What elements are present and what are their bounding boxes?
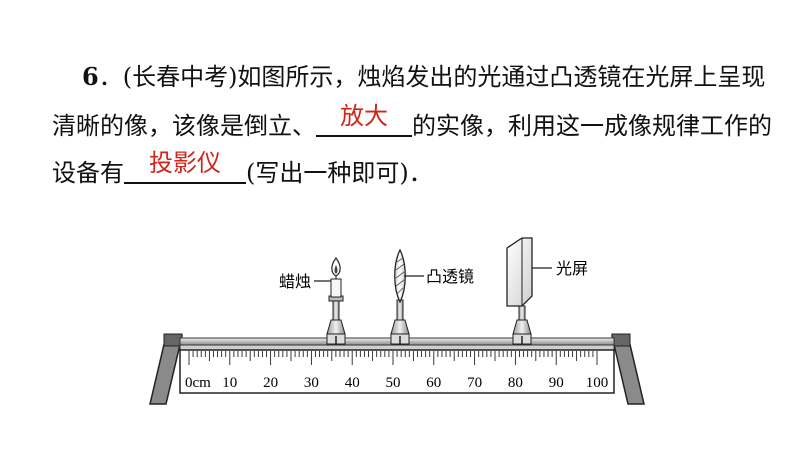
ruler-tick-label: 40 xyxy=(345,375,360,391)
candle-holder xyxy=(326,295,346,345)
left-bench-leg xyxy=(149,333,183,405)
question-text-2b: 的实像，利用这一成像规律工作的 xyxy=(412,112,772,140)
right-bench-leg xyxy=(611,333,645,405)
question-text-2a: 清晰的像，该像是倒立、 xyxy=(52,112,316,140)
question-text-1: ．(长春中考)如图所示，烛焰发出的光通过凸透镜在光屏上呈现 xyxy=(98,63,766,91)
answer-1: 放大 xyxy=(340,102,388,130)
ruler-tick-label: 80 xyxy=(508,375,523,391)
ruler-tick-label: 50 xyxy=(386,375,401,391)
candle-label: 蜡烛 xyxy=(279,272,311,291)
candle-flame-icon xyxy=(331,256,341,277)
light-screen xyxy=(506,237,533,307)
ruler: 0cm 10 20 30 40 50 60 70 80 90 100 xyxy=(179,349,615,394)
answer-blank-1: 放大 xyxy=(316,102,412,137)
screen-holder xyxy=(512,305,532,345)
question-text-3a: 设备有 xyxy=(52,159,124,187)
convex-lens-icon xyxy=(394,248,406,304)
lens-holder xyxy=(390,299,410,345)
ruler-tick-label: 10 xyxy=(222,375,237,391)
answer-2: 投影仪 xyxy=(149,149,221,177)
ruler-tick-label: 90 xyxy=(549,375,564,391)
ruler-tick-label: 100 xyxy=(586,375,609,391)
ruler-labels: 0cm 10 20 30 40 50 60 70 80 90 100 xyxy=(185,375,608,391)
ruler-tick-label: 30 xyxy=(304,375,319,391)
ruler-tick-label: 0cm xyxy=(185,375,211,391)
lens-label: 凸透镜 xyxy=(426,267,474,286)
question-line-3: 设备有投影仪 (写出一种即可)． xyxy=(52,149,433,188)
screen-label: 光屏 xyxy=(556,259,588,278)
question-text-3b: (写出一种即可)． xyxy=(246,159,433,187)
question-number: 6 xyxy=(82,62,99,91)
ruler-tick-label: 20 xyxy=(263,375,278,391)
question-line-2: 清晰的像，该像是倒立、放大的实像，利用这一成像规律工作的 xyxy=(52,102,772,141)
ruler-tick-label: 70 xyxy=(467,375,482,391)
ruler-ticks xyxy=(188,351,598,365)
candle xyxy=(330,274,342,298)
ruler-tick-label: 60 xyxy=(426,375,441,391)
answer-blank-2: 投影仪 xyxy=(124,149,246,184)
question-line-1: 6．(长春中考)如图所示，烛焰发出的光通过凸透镜在光屏上呈现 xyxy=(82,62,765,92)
